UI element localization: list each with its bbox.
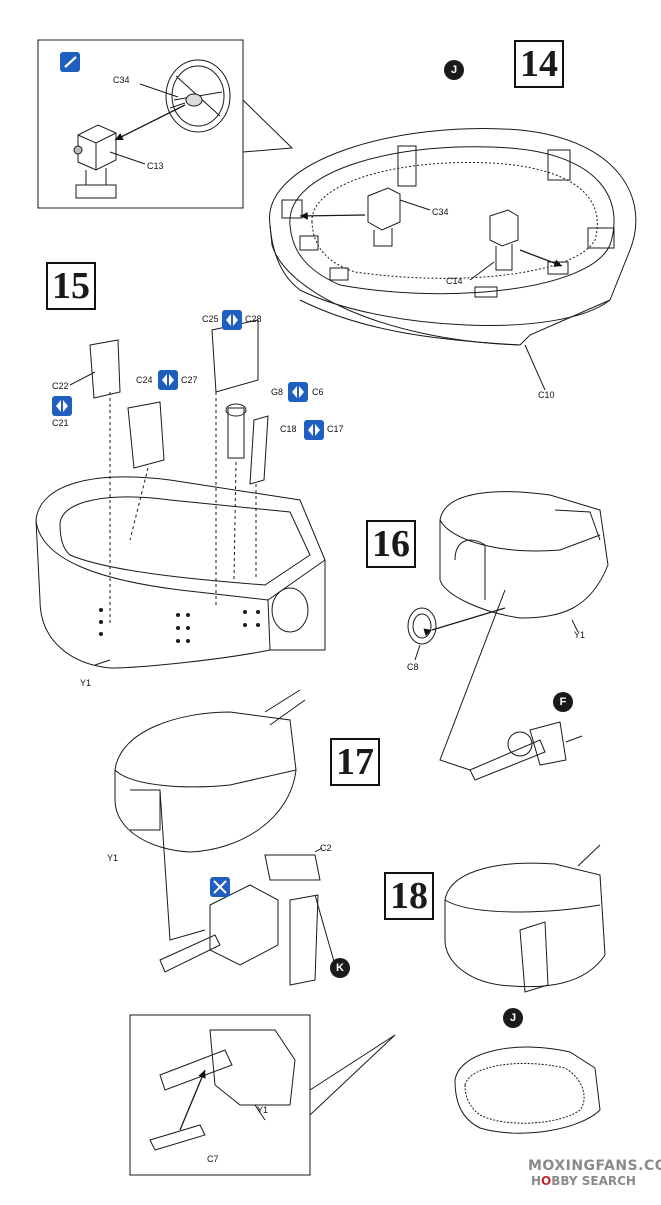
label-c13: C13 (147, 161, 164, 171)
detail-inset-14 (37, 39, 244, 209)
subassembly-j-badge-bottom: J (503, 1008, 523, 1028)
ring-fittings (281, 145, 615, 298)
bracket-c34-on-ring (367, 187, 401, 247)
label-c25: C25 (202, 314, 219, 324)
watermark-hobby-search: HOBBY SEARCH (531, 1174, 636, 1188)
label-y1-step15: Y1 (80, 678, 92, 688)
gun-mount-17 (159, 854, 321, 986)
subassembly-j-badge: J (444, 60, 464, 80)
label-c6: C6 (312, 387, 324, 397)
label-c7: C7 (207, 1154, 219, 1164)
label-c2: C2 (320, 843, 332, 853)
inset-pointer-17 (309, 1034, 396, 1116)
turret-assembly-16 (439, 491, 609, 619)
label-c17: C17 (327, 424, 344, 434)
label-c18: C18 (280, 424, 297, 434)
ring-part-c8 (407, 607, 437, 645)
guide-lines-15 (109, 392, 257, 625)
subassembly-f-badge: F (553, 692, 573, 712)
label-c22: C22 (52, 381, 69, 391)
label-y1-step17: Y1 (107, 853, 119, 863)
watermark-site: MOXINGFANS.COM (528, 1158, 661, 1174)
label-c21: C21 (52, 418, 69, 428)
label-c34: C34 (432, 207, 449, 217)
label-c8: C8 (407, 662, 419, 672)
turret-assembly-18 (444, 844, 606, 993)
handwheel-c34-inset (165, 59, 231, 133)
subassembly-k-badge: K (330, 958, 350, 978)
label-y1-inset: Y1 (257, 1105, 269, 1115)
machine-gun-sub-f (469, 721, 583, 781)
label-c28: C28 (245, 314, 262, 324)
label-c10: C10 (538, 390, 555, 400)
step-number-17: 17 (330, 738, 380, 786)
label-c24: C24 (136, 375, 153, 385)
paired-parts-icon (52, 310, 324, 440)
turret-ring-18 (454, 1046, 601, 1134)
turret-assembly-17 (114, 689, 306, 853)
label-y1-step16: Y1 (574, 630, 586, 640)
detail-inset-17 (129, 1014, 311, 1176)
label-c14: C14 (446, 276, 463, 286)
armor-plates-15 (89, 319, 269, 485)
label-c34-inset: C34 (113, 75, 130, 85)
rivets-15 (99, 608, 260, 643)
inset-gun-parts (149, 1029, 296, 1151)
step-number-16: 16 (366, 520, 416, 568)
paint-brush-icon (60, 52, 80, 72)
cut-remove-icon (210, 877, 230, 897)
label-g8: G8 (271, 387, 284, 397)
step-number-18: 18 (384, 872, 434, 920)
step-number-15: 15 (46, 262, 96, 310)
bracket-c14-on-ring (489, 209, 519, 271)
turret-shell-15 (35, 476, 326, 669)
turret-ring-c10 (269, 127, 637, 346)
inset-pointer-14 (242, 99, 294, 153)
step-number-14: 14 (514, 40, 564, 88)
label-c27: C27 (181, 375, 198, 385)
bracket-c13-inset (73, 124, 117, 199)
